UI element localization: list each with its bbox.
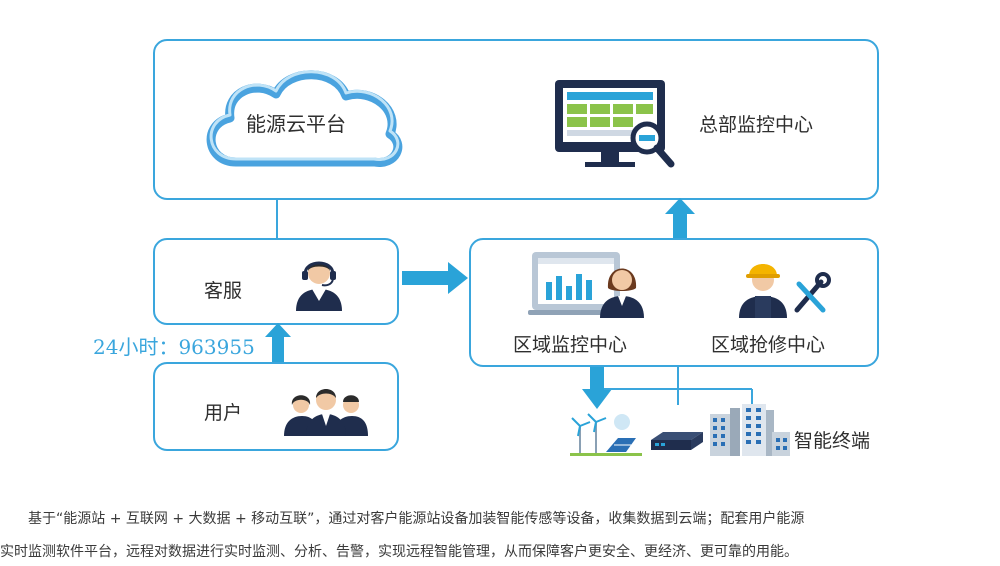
- laptop-monitor-icon: [528, 252, 644, 318]
- hotline-number: 24小时：963955: [93, 335, 255, 359]
- renewable-energy-icon: [570, 413, 642, 456]
- smart-terminal-label: 智能终端: [794, 430, 871, 452]
- connector-line: [276, 200, 278, 239]
- user-group-icon: [284, 389, 368, 436]
- description-line-1: 基于“能源站 + 互联网 + 大数据 + 移动互联”，通过对客户能源站设备加装智…: [0, 511, 805, 527]
- terminal-connectors: [582, 367, 753, 409]
- user-label: 用户: [204, 402, 243, 424]
- regional-monitor-label: 区域监控中心: [513, 334, 628, 356]
- smart-device-icon: [651, 432, 703, 450]
- customer-service-box: [153, 238, 399, 325]
- description-line-2: 实时监测软件平台，远程对数据进行实时监测、分析、告警，实现远程智能管理，从而保障…: [0, 544, 798, 560]
- cloud-icon: [206, 70, 403, 167]
- hq-monitor-label: 总部监控中心: [699, 114, 814, 136]
- arrow-right-icon: [402, 262, 468, 294]
- arrow-up-icon: [265, 323, 291, 363]
- repair-worker-icon: [739, 264, 831, 318]
- headset-agent-icon: [296, 261, 342, 311]
- regional-repair-label: 区域抢修中心: [711, 334, 826, 356]
- cloud-platform-label: 能源云平台: [246, 112, 346, 136]
- buildings-icon: [710, 404, 790, 456]
- customer-service-label: 客服: [204, 280, 243, 302]
- monitor-search-icon: [555, 80, 675, 168]
- arrow-up-icon: [665, 198, 695, 238]
